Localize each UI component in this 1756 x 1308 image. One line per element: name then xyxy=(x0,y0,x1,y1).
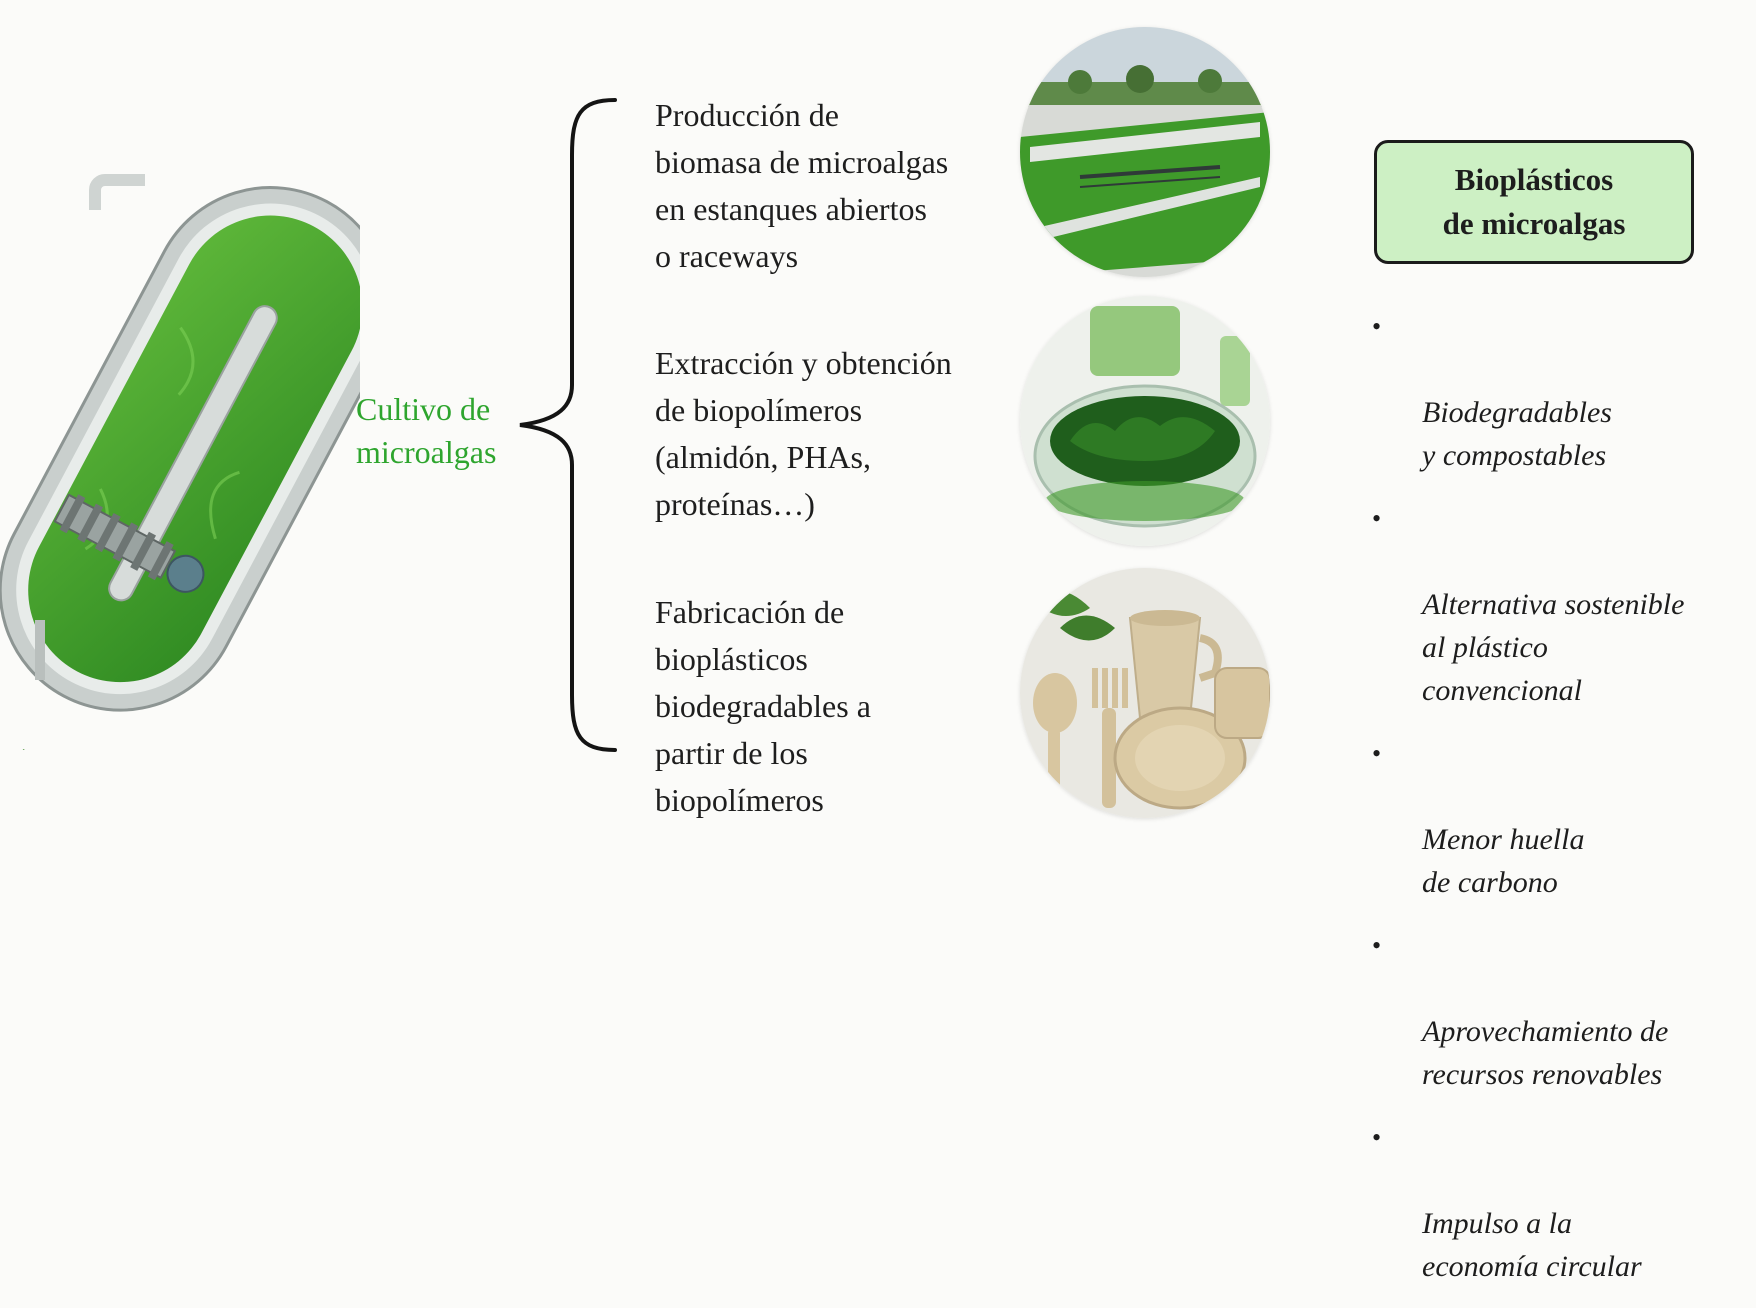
step-1-text: Producción de biomasa de microalgas en e… xyxy=(655,97,949,274)
benefit-text: Impulso a la economía circular xyxy=(1422,1207,1642,1283)
benefit-item: • Impulso a la economía circular xyxy=(1370,1116,1740,1288)
title-line-1: Bioplásticos xyxy=(1454,162,1614,197)
benefit-text: Menor huella de carbono xyxy=(1422,823,1585,899)
bullet-icon: • xyxy=(1372,1123,1382,1152)
raceway-pond-illustration xyxy=(0,174,360,750)
root-label: Cultivo de microalgas xyxy=(356,391,497,470)
benefit-text: Biodegradables y compostables xyxy=(1422,396,1612,472)
benefit-item: • Aprovechamiento de recursos renovables xyxy=(1370,924,1740,1096)
bioplastic-utensils-photo xyxy=(1020,568,1270,818)
step-2-text: Extracción y obtención de biopolímeros (… xyxy=(655,345,952,522)
benefit-text: Aprovechamiento de recursos renovables xyxy=(1422,1015,1669,1091)
step-3-text: Fabricación de bioplásticos biodegradabl… xyxy=(655,594,871,818)
title-line-2: de microalgas xyxy=(1442,206,1626,241)
raceway-ponds-photo xyxy=(1020,27,1270,277)
benefit-item: • Alternativa sostenible al plástico con… xyxy=(1370,497,1740,712)
bullet-icon: • xyxy=(1372,312,1382,341)
benefit-item: • Biodegradables y compostables xyxy=(1370,305,1740,477)
bullet-icon: • xyxy=(1372,931,1382,960)
curly-brace xyxy=(519,98,617,752)
benefit-item: • Menor huella de carbono xyxy=(1370,732,1740,904)
bullet-icon: • xyxy=(1372,739,1382,768)
bioplastics-title-box: Bioplásticos de microalgas xyxy=(1374,140,1694,264)
benefits-list: • Biodegradables y compostables • Altern… xyxy=(1370,305,1740,1308)
benefit-text: Alternativa sostenible al plástico conve… xyxy=(1422,588,1685,707)
algae-biomass-bowl-photo xyxy=(1020,296,1270,546)
bullet-icon: • xyxy=(1372,504,1382,533)
